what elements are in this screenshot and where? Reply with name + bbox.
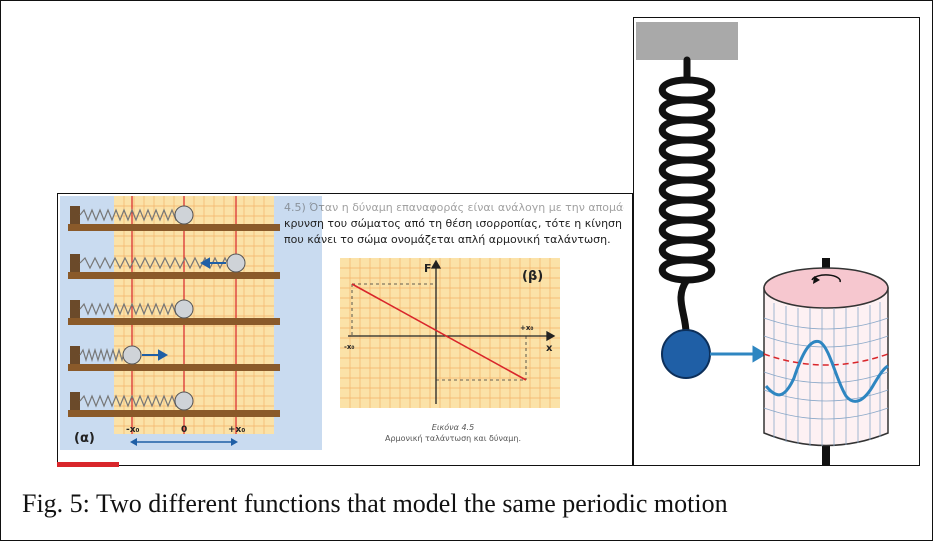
- graph-minus-x0: -x₀: [344, 343, 355, 351]
- rotating-drum: [763, 267, 889, 447]
- graph-plus-x0: +x₀: [520, 324, 533, 332]
- spring-drum-illustration: [636, 22, 889, 465]
- caption-text: Αρμονική ταλάντωση και δύναμη.: [384, 434, 521, 443]
- shelves: [68, 224, 280, 417]
- textbook-paragraph: 4.5) Όταν η δύναμη επαναφοράς είναι ανάλ…: [284, 200, 624, 248]
- pointer-arrow: [710, 345, 767, 363]
- graph-label-beta: (β): [522, 269, 543, 284]
- masses: [122, 205, 246, 411]
- spring-drum-image: [633, 17, 920, 466]
- label-zero: 0: [181, 425, 187, 435]
- figure-caption: Fig. 5: Two different functions that mod…: [22, 489, 728, 518]
- caption-title: Εικόνα 4.5: [431, 423, 475, 432]
- text-line-2: κρυνση του σώματος από τη θέση ισορροπία…: [284, 217, 622, 230]
- red-page-marker: [57, 462, 119, 467]
- force-displacement-graph: F x (β) -x₀ +x₀: [340, 258, 560, 408]
- drum-axle-bottom: [822, 438, 830, 465]
- wall-blocks: [70, 206, 80, 410]
- text-line-3: που κάνει το σώμα ονομάζεται απλή αρμονι…: [284, 233, 611, 246]
- position-axis: [60, 434, 322, 450]
- label-plus-x0: +x₀: [228, 425, 245, 435]
- grid-background: [114, 196, 274, 434]
- label-minus-x0: -x₀: [126, 425, 140, 435]
- label-alpha: (α): [74, 431, 95, 446]
- coil-spring: [658, 56, 716, 337]
- velocity-arrows: [142, 257, 226, 361]
- spring-mass-sequence-illustration: (α) -x₀ 0 +x₀: [60, 196, 322, 450]
- hanging-mass: [661, 329, 711, 379]
- graph-x-label: x: [546, 343, 553, 354]
- text-line-1: 4.5) Όταν η δύναμη επαναφοράς είναι ανάλ…: [284, 201, 624, 214]
- textbook-figure-caption: Εικόνα 4.5 Αρμονική ταλάντωση και δύναμη…: [358, 422, 548, 444]
- ceiling-block: [636, 22, 738, 60]
- harmonic-oscillation-textbook-image: (α) -x₀ 0 +x₀ 4.5) Όταν η δύναμη επαναφο…: [57, 193, 633, 466]
- force-line: [351, 283, 527, 381]
- graph-y-label: F: [424, 262, 432, 275]
